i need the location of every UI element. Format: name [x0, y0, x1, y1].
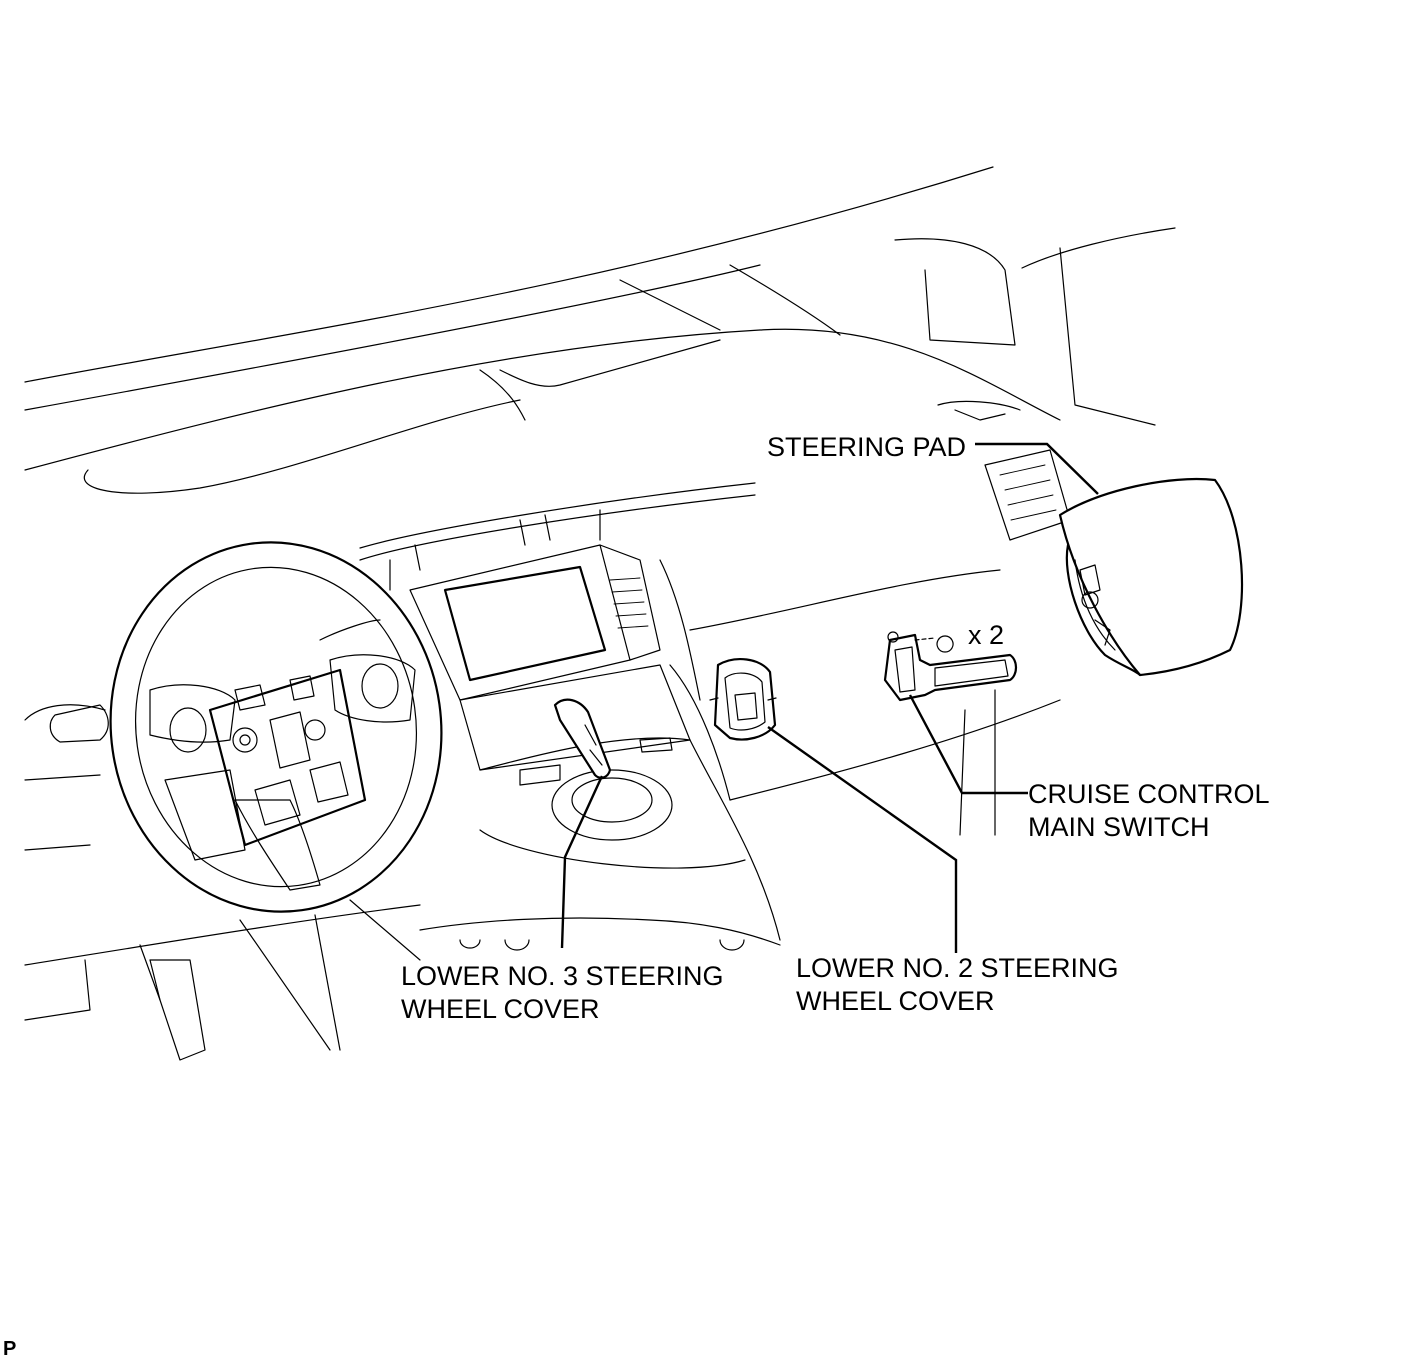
- leader-lines: [560, 442, 1099, 953]
- dashboard-outline: [24, 166, 1176, 1061]
- label-lower-no3-line1: LOWER NO. 3 STEERING: [401, 961, 724, 991]
- leader-lower-no2: [767, 726, 958, 953]
- label-lower-no2-line2: WHEEL COVER: [796, 986, 995, 1016]
- leader-lower-no3: [560, 775, 604, 949]
- leader-cruise-control: [908, 694, 1028, 795]
- label-cruise-control-line2: MAIN SWITCH: [1028, 812, 1210, 842]
- label-steering-pad: STEERING PAD: [767, 432, 966, 462]
- steering-wheel: [109, 541, 443, 913]
- corner-mark: P: [3, 1338, 16, 1360]
- lower-no3-cover-part: [553, 698, 612, 779]
- label-cruise-control-line1: CRUISE CONTROL: [1028, 779, 1270, 809]
- label-lower-no2-line1: LOWER NO. 2 STEERING: [796, 953, 1119, 983]
- cruise-control-switch-part: [883, 631, 1018, 702]
- label-quantity: x 2: [968, 620, 1004, 650]
- lower-no2-cover-part: [709, 658, 777, 741]
- leader-steering-pad: [975, 442, 1099, 495]
- steering-pad-part: [1058, 477, 1244, 677]
- label-lower-no3-line2: WHEEL COVER: [401, 994, 600, 1024]
